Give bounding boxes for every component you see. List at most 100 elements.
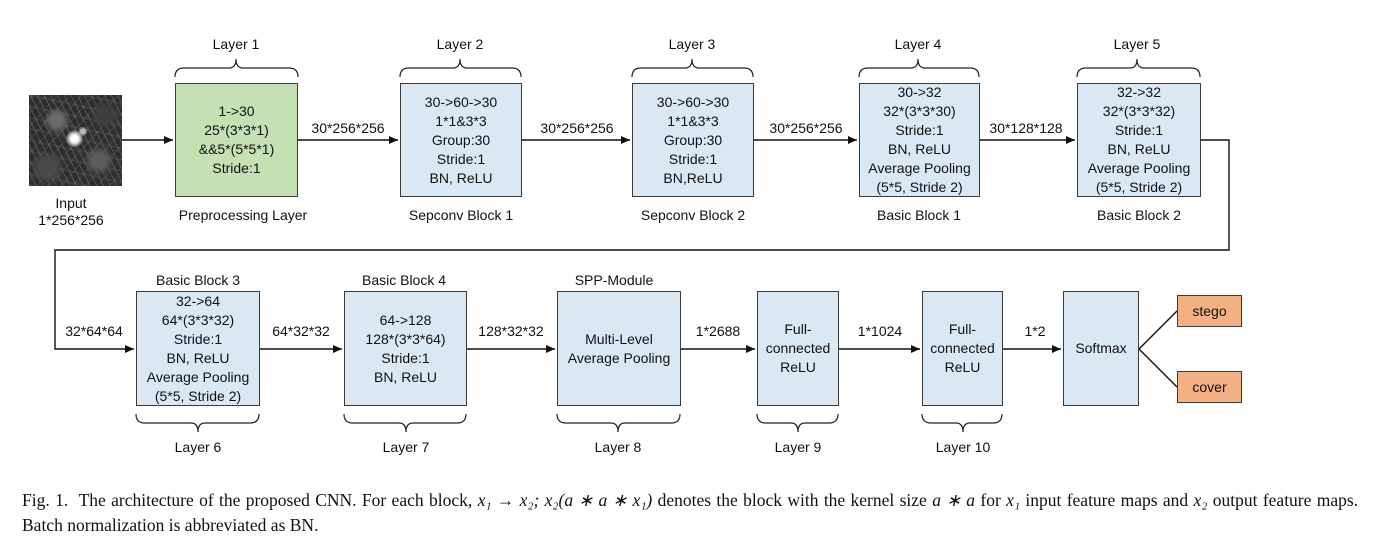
arrow-layer5-to-layer6	[54, 139, 1230, 353]
caption-math: x₁ → x₂; x₂(a ∗ a ∗ x₁)	[477, 490, 653, 510]
edge-label-8: 1*2688	[695, 323, 741, 339]
layer4-line: Stride:1	[895, 122, 944, 138]
caption-math: x₂	[1193, 490, 1208, 510]
edge-label-9: 1*1024	[857, 323, 903, 339]
layer2-label: Layer 2	[436, 36, 484, 52]
layer1-line: 1->30	[218, 103, 255, 119]
layer9-line: Full-	[784, 321, 812, 337]
layer1-line: &&5*(5*5*1)	[198, 141, 275, 157]
caption-math: a ∗ a	[932, 490, 976, 510]
cover-output-box: cover	[1177, 371, 1242, 403]
layer2-line: 30->60->30	[424, 93, 498, 110]
layer6-name: Basic Block 3	[155, 272, 241, 288]
caption-text: denotes the block with the kernel size	[657, 490, 927, 510]
layer7-line: Stride:1	[381, 349, 430, 366]
brace-layer1	[174, 58, 299, 78]
layer2-name: Sepconv Block 1	[408, 207, 514, 223]
layer3-name: Sepconv Block 2	[640, 207, 746, 223]
layer8-label: Layer 8	[594, 439, 642, 455]
softmax-box: Softmax	[1063, 291, 1139, 406]
layer7-label: Layer 7	[382, 439, 430, 455]
layer8-line: Average Pooling	[567, 349, 671, 366]
layer1-name: Preprocessing Layer	[178, 207, 308, 223]
layer4-line: (5*5, Stride 2)	[876, 179, 963, 195]
caption-text: The architecture of the proposed CNN. Fo…	[78, 490, 473, 510]
edge-label-10: 1*2	[1024, 323, 1046, 339]
edge-label-7: 128*32*32	[478, 323, 544, 339]
layer6-line: Stride:1	[173, 330, 223, 347]
layer10-line: connected	[930, 340, 995, 356]
layer7-line: BN, ReLU	[373, 368, 438, 385]
softmax-label: Softmax	[1075, 340, 1127, 356]
layer7-name: Basic Block 4	[361, 272, 447, 288]
fc-layer10-box: Full- connected ReLU	[922, 291, 1003, 406]
layer2-line: BN, ReLU	[429, 169, 493, 186]
layer4-line: Average Pooling	[868, 160, 971, 176]
basic-block2-box: 32->32 32*(3*3*32) Stride:1 BN, ReLU Ave…	[1077, 83, 1201, 197]
layer3-line: 1*1&3*3	[667, 112, 719, 129]
edge-label-3: 30*256*256	[769, 120, 843, 136]
layer4-line: BN, ReLU	[887, 141, 952, 157]
brace-layer3	[631, 58, 754, 78]
layer5-line: BN, ReLU	[1107, 141, 1171, 157]
line-softmax-to-cover	[1138, 348, 1178, 388]
basic-block4-box: 64->128 128*(3*3*64) Stride:1 BN, ReLU	[344, 291, 467, 406]
input-label: Input 1*256*256	[38, 195, 103, 229]
brace-layer9	[756, 413, 839, 433]
layer5-label: Layer 5	[1113, 36, 1161, 52]
layer6-line: BN, ReLU	[166, 349, 230, 366]
stego-output-box: stego	[1177, 295, 1242, 327]
layer7-line: 64->128	[379, 311, 432, 328]
figure-caption: Fig. 1. The architecture of the proposed…	[22, 488, 1358, 538]
caption-fig-number: Fig. 1.	[22, 490, 69, 510]
edge-label-1: 30*256*256	[311, 120, 385, 136]
layer3-line: 30->60->30	[656, 93, 730, 110]
brace-layer6	[135, 413, 260, 433]
layer5-line: 32->32	[1117, 84, 1161, 100]
cover-label: cover	[1192, 378, 1227, 395]
layer9-line: connected	[765, 340, 831, 356]
layer1-line: Stride:1	[212, 160, 261, 176]
caption-math: x₁	[1006, 490, 1021, 510]
layer2-line: Stride:1	[436, 150, 486, 167]
layer6-label: Layer 6	[174, 439, 222, 455]
layer1-line: 25*(3*3*1)	[204, 122, 269, 138]
layer10-label: Layer 10	[935, 439, 991, 455]
layer4-line: 30->32	[897, 84, 942, 100]
input-image	[29, 95, 122, 186]
layer4-name: Basic Block 1	[876, 207, 962, 223]
edge-label-6: 64*32*32	[272, 323, 330, 339]
stego-label: stego	[1192, 302, 1227, 319]
layer7-line: 128*(3*3*64)	[365, 330, 446, 347]
fc-layer9-box: Full- connected ReLU	[757, 291, 839, 406]
brace-layer7	[343, 413, 467, 433]
basic-block3-box: 32->64 64*(3*3*32) Stride:1 BN, ReLU Ave…	[136, 291, 260, 406]
layer8-name: SPP-Module	[574, 272, 654, 288]
brace-layer5	[1076, 58, 1201, 78]
layer5-line: 32*(3*3*32)	[1102, 103, 1176, 119]
layer9-line: ReLU	[780, 359, 816, 375]
preprocessing-layer-box: 1->30 25*(3*3*1) &&5*(5*5*1) Stride:1	[175, 83, 298, 197]
spp-module-box: Multi-Level Average Pooling	[557, 291, 681, 406]
layer5-name: Basic Block 2	[1096, 207, 1182, 223]
layer6-line: Average Pooling	[146, 368, 250, 385]
layer3-line: Stride:1	[668, 150, 718, 167]
layer6-line: (5*5, Stride 2)	[154, 387, 242, 404]
layer4-label: Layer 4	[894, 36, 942, 52]
layer5-line: (5*5, Stride 2)	[1095, 179, 1183, 195]
line-softmax-to-stego	[1138, 310, 1178, 350]
edge-label-5: 32*64*64	[65, 323, 123, 339]
edge-label-2: 30*256*256	[540, 120, 614, 136]
layer8-line: Multi-Level	[585, 330, 653, 347]
layer5-line: Stride:1	[1114, 122, 1164, 138]
caption-text: input feature maps and	[1025, 490, 1189, 510]
brace-layer2	[399, 58, 522, 78]
layer1-label: Layer 1	[212, 36, 260, 52]
brace-layer10	[921, 413, 1003, 433]
layer3-label: Layer 3	[668, 36, 716, 52]
input-label-dims: 1*256*256	[38, 212, 104, 228]
layer4-line: 32*(3*3*30)	[883, 103, 956, 119]
edge-label-4: 30*128*128	[989, 120, 1063, 136]
